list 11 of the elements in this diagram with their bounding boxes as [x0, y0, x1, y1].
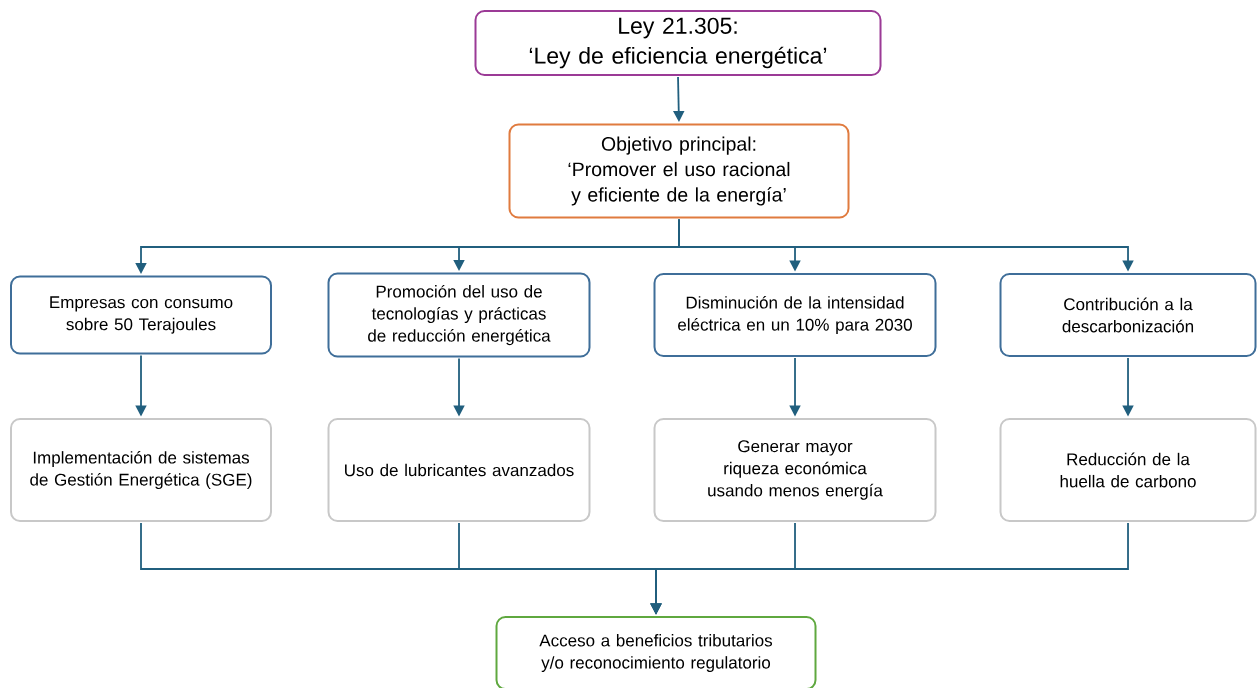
goal-box: Empresas con consumo sobre 50 Terajoules [10, 275, 272, 355]
objective-box: Objetivo principal: ‘Promover el uso racional y eficiente de la energía’ [508, 123, 850, 219]
action-box: Reducción de la huella de carbono [999, 418, 1257, 522]
title-box: Ley 21.305: ‘Ley de eficiencia energética’ [474, 10, 882, 76]
action-box: Uso de lubricantes avanzados [327, 418, 591, 522]
goal-box: Contribución a la descarbonización [999, 273, 1257, 357]
action-box: Generar mayor riqueza económica usando menos energía [653, 418, 937, 522]
result-box: Acceso a beneficios tributarios y/o reconocimiento regulatorio [495, 616, 817, 688]
goal-box: Promoción del uso de tecnologías y prácticas de reducción energética [327, 272, 591, 358]
action-box: Implementación de sistemas de Gestión Energética (SGE) [10, 418, 272, 522]
goal-box: Disminución de la intensidad eléctrica en un 10% para 2030 [653, 273, 937, 357]
